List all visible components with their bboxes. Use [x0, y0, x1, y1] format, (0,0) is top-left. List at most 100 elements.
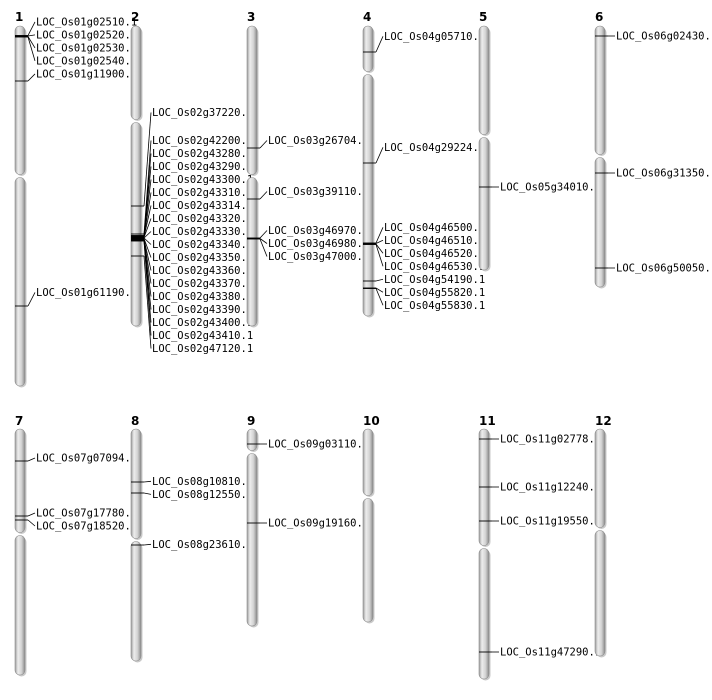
gene-connector — [375, 239, 384, 244]
gene-connector — [27, 73, 36, 82]
chromosome-long-arm — [14, 535, 26, 676]
gene-label: LOC_Os09g19160.1 — [268, 518, 369, 530]
gene-label: LOC_Os03g46970.1 — [268, 225, 369, 237]
gene-label: LOC_Os11g47290.1 — [500, 647, 601, 659]
gene-connector — [375, 288, 384, 306]
chromosome-number: 4 — [363, 10, 371, 24]
gene-label: LOC_Os02g43310.1 — [152, 187, 253, 199]
gene-connector — [375, 227, 384, 244]
gene-label: LOC_Os05g34010.1 — [500, 182, 601, 194]
gene-label: LOC_Os04g46510.1 — [384, 235, 485, 247]
gene-connector — [259, 230, 268, 239]
gene-label: LOC_Os02g43340.1 — [152, 239, 253, 251]
gene-connector — [143, 492, 152, 495]
chromosome-short-arm — [246, 25, 258, 175]
gene-label: LOC_Os07g18520.1 — [36, 521, 137, 533]
gene-connector — [143, 231, 152, 239]
chromosome-long-arm — [130, 122, 142, 327]
gene-label: LOC_Os01g11900.1 — [36, 68, 137, 80]
chromosome-7: 7LOC_Os07g07094.1LOC_Os07g17780.1LOC_Os0… — [14, 414, 137, 677]
chromosome-short-arm — [14, 428, 26, 533]
gene-label: LOC_Os02g43280.1 — [152, 148, 253, 160]
chromosome-long-arm — [246, 177, 258, 327]
gene-label: LOC_Os08g10810.1 — [152, 476, 253, 488]
chromosome-short-arm — [246, 428, 258, 451]
chromosome-8: 8LOC_Os08g10810.1LOC_Os08g12550.1LOC_Os0… — [130, 414, 253, 663]
chromosome-number: 5 — [479, 10, 487, 24]
gene-label: LOC_Os02g47120.1 — [152, 343, 253, 355]
gene-label: LOC_Os02g42200.1 — [152, 135, 253, 147]
chromosome-long-arm — [14, 177, 26, 387]
chromosome-number: 3 — [247, 10, 255, 24]
gene-label: LOC_Os03g26704.1 — [268, 135, 369, 147]
chromosome-short-arm — [130, 428, 142, 539]
gene-connector — [143, 238, 152, 258]
chromosome-long-arm — [594, 157, 606, 288]
chromosome-number: 8 — [131, 414, 139, 428]
gene-label: LOC_Os11g12240.1 — [500, 482, 601, 494]
chromosome-4: 4LOC_Os04g05710.1LOC_Os04g29224.1LOC_Os0… — [362, 10, 485, 318]
gene-label: LOC_Os06g02430.1 — [616, 31, 712, 43]
gene-connector — [375, 243, 384, 254]
gene-connector — [27, 457, 36, 462]
gene-connector — [143, 179, 152, 237]
gene-label: LOC_Os04g05710.1 — [384, 31, 485, 43]
gene-label: LOC_Os09g03110.1 — [268, 439, 369, 451]
gene-connector — [143, 205, 152, 238]
gene-connector — [143, 543, 152, 546]
chromosome-short-arm — [594, 25, 606, 155]
chromosome-number: 6 — [595, 10, 603, 24]
gene-connector — [143, 255, 152, 349]
gene-label: LOC_Os03g46980.1 — [268, 238, 369, 250]
gene-connector — [27, 34, 36, 37]
gene-label: LOC_Os02g43300.1 — [152, 174, 253, 186]
chromosome-long-arm — [362, 498, 374, 623]
gene-connector — [143, 112, 152, 207]
gene-label: LOC_Os02g43290.1 — [152, 161, 253, 173]
chromosome-long-arm — [362, 74, 374, 317]
gene-connector — [375, 36, 384, 53]
chromosome-2: 2LOC_Os02g37220.1LOC_Os02g42200.1LOC_Os0… — [130, 10, 253, 355]
gene-label: LOC_Os02g43330.1 — [152, 226, 253, 238]
gene-connector — [259, 238, 268, 257]
gene-connector — [27, 36, 36, 62]
chromosome-number: 11 — [479, 414, 496, 428]
chromosome-11: 11LOC_Os11g02778.1LOC_Os11g12240.1LOC_Os… — [478, 414, 601, 681]
chromosome-number: 12 — [595, 414, 612, 428]
gene-connector — [27, 292, 36, 307]
chromosome-short-arm — [362, 25, 374, 72]
gene-label: LOC_Os02g43350.1 — [152, 252, 253, 264]
gene-label: LOC_Os08g12550.1 — [152, 489, 253, 501]
gene-connector — [27, 519, 36, 527]
gene-connector — [143, 237, 152, 245]
gene-connector — [259, 140, 268, 149]
gene-label: LOC_Os04g46500.1 — [384, 222, 485, 234]
gene-connector — [27, 36, 36, 49]
gene-label: LOC_Os02g43380.1 — [152, 291, 253, 303]
gene-label: LOC_Os06g50050.1 — [616, 263, 712, 275]
chromosome-number: 2 — [131, 10, 139, 24]
chromosome-long-arm — [478, 137, 490, 271]
gene-label: LOC_Os02g43370.1 — [152, 278, 253, 290]
gene-label: LOC_Os11g02778.1 — [500, 434, 601, 446]
gene-label: LOC_Os07g07094.1 — [36, 453, 137, 465]
gene-connector — [375, 147, 384, 164]
gene-label: LOC_Os01g61190.1 — [36, 287, 137, 299]
gene-connector — [27, 21, 36, 36]
gene-label: LOC_Os02g43314.1 — [152, 200, 253, 212]
chromosome-short-arm — [362, 428, 374, 496]
chromosome-12: 12 — [594, 414, 612, 658]
chromosome-long-arm — [594, 530, 606, 657]
chromosome-number: 10 — [363, 414, 380, 428]
gene-connector — [375, 244, 384, 267]
gene-label: LOC_Os01g02510.1 — [36, 16, 137, 28]
chromosome-long-arm — [246, 453, 258, 627]
gene-connector — [259, 238, 268, 244]
gene-label: LOC_Os04g54190.1 — [384, 274, 485, 286]
chromosome-number: 9 — [247, 414, 255, 428]
gene-connector — [143, 240, 152, 336]
